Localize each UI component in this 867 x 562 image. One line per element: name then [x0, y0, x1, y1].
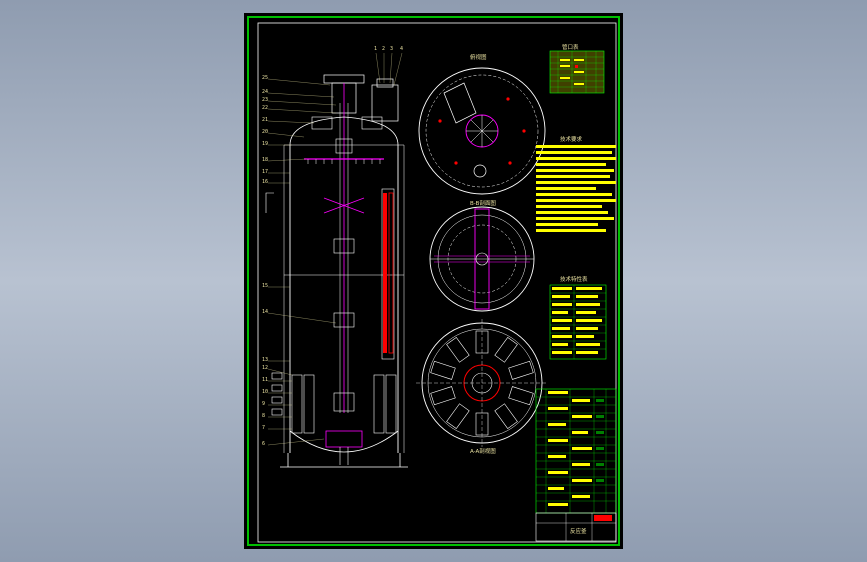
section-aa: A-A剖视图 — [416, 319, 548, 455]
title-block: 反应釜 — [535, 512, 617, 542]
svg-text:14: 14 — [262, 309, 268, 315]
svg-text:1: 1 — [374, 46, 377, 52]
svg-text:15: 15 — [262, 283, 268, 289]
svg-text:4: 4 — [400, 46, 403, 52]
svg-text:18: 18 — [262, 157, 268, 163]
svg-text:11: 11 — [262, 377, 268, 383]
svg-text:19: 19 — [262, 141, 268, 147]
nozzle-table: 管口表 — [549, 43, 605, 94]
section-bb-label: B-B剖面图 — [470, 199, 496, 207]
svg-text:20: 20 — [262, 129, 268, 135]
outer-frame — [247, 16, 620, 546]
section-aa-label: A-A剖视图 — [470, 447, 496, 455]
svg-text:16: 16 — [262, 179, 268, 185]
svg-text:10: 10 — [262, 389, 268, 395]
svg-text:12: 12 — [262, 365, 268, 371]
parts-list — [535, 388, 617, 514]
svg-text:17: 17 — [262, 169, 268, 175]
nozzle-table-title: 管口表 — [562, 43, 579, 51]
svg-text:22: 22 — [262, 105, 268, 111]
svg-text:6: 6 — [262, 441, 265, 447]
svg-text:23: 23 — [262, 97, 268, 103]
svg-text:25: 25 — [262, 75, 268, 81]
top-view: 俯视图 — [418, 53, 546, 195]
spec-table: 技术特性表 — [549, 275, 607, 360]
svg-text:13: 13 — [262, 357, 268, 363]
spec-table-title: 技术特性表 — [560, 275, 588, 283]
svg-text:24: 24 — [262, 89, 268, 95]
svg-text:8: 8 — [262, 413, 265, 419]
svg-text:21: 21 — [262, 117, 268, 123]
svg-text:3: 3 — [390, 46, 393, 52]
title-block-name: 反应釜 — [570, 527, 587, 535]
svg-text:9: 9 — [262, 401, 265, 407]
notes-title: 技术要求 — [560, 135, 583, 143]
svg-text:2: 2 — [382, 46, 385, 52]
top-view-label: 俯视图 — [470, 53, 487, 61]
inner-frame — [257, 22, 617, 543]
section-bb: B-B剖面图 — [429, 199, 535, 312]
svg-text:7: 7 — [262, 425, 265, 431]
technical-notes: 技术要求 — [536, 135, 616, 232]
